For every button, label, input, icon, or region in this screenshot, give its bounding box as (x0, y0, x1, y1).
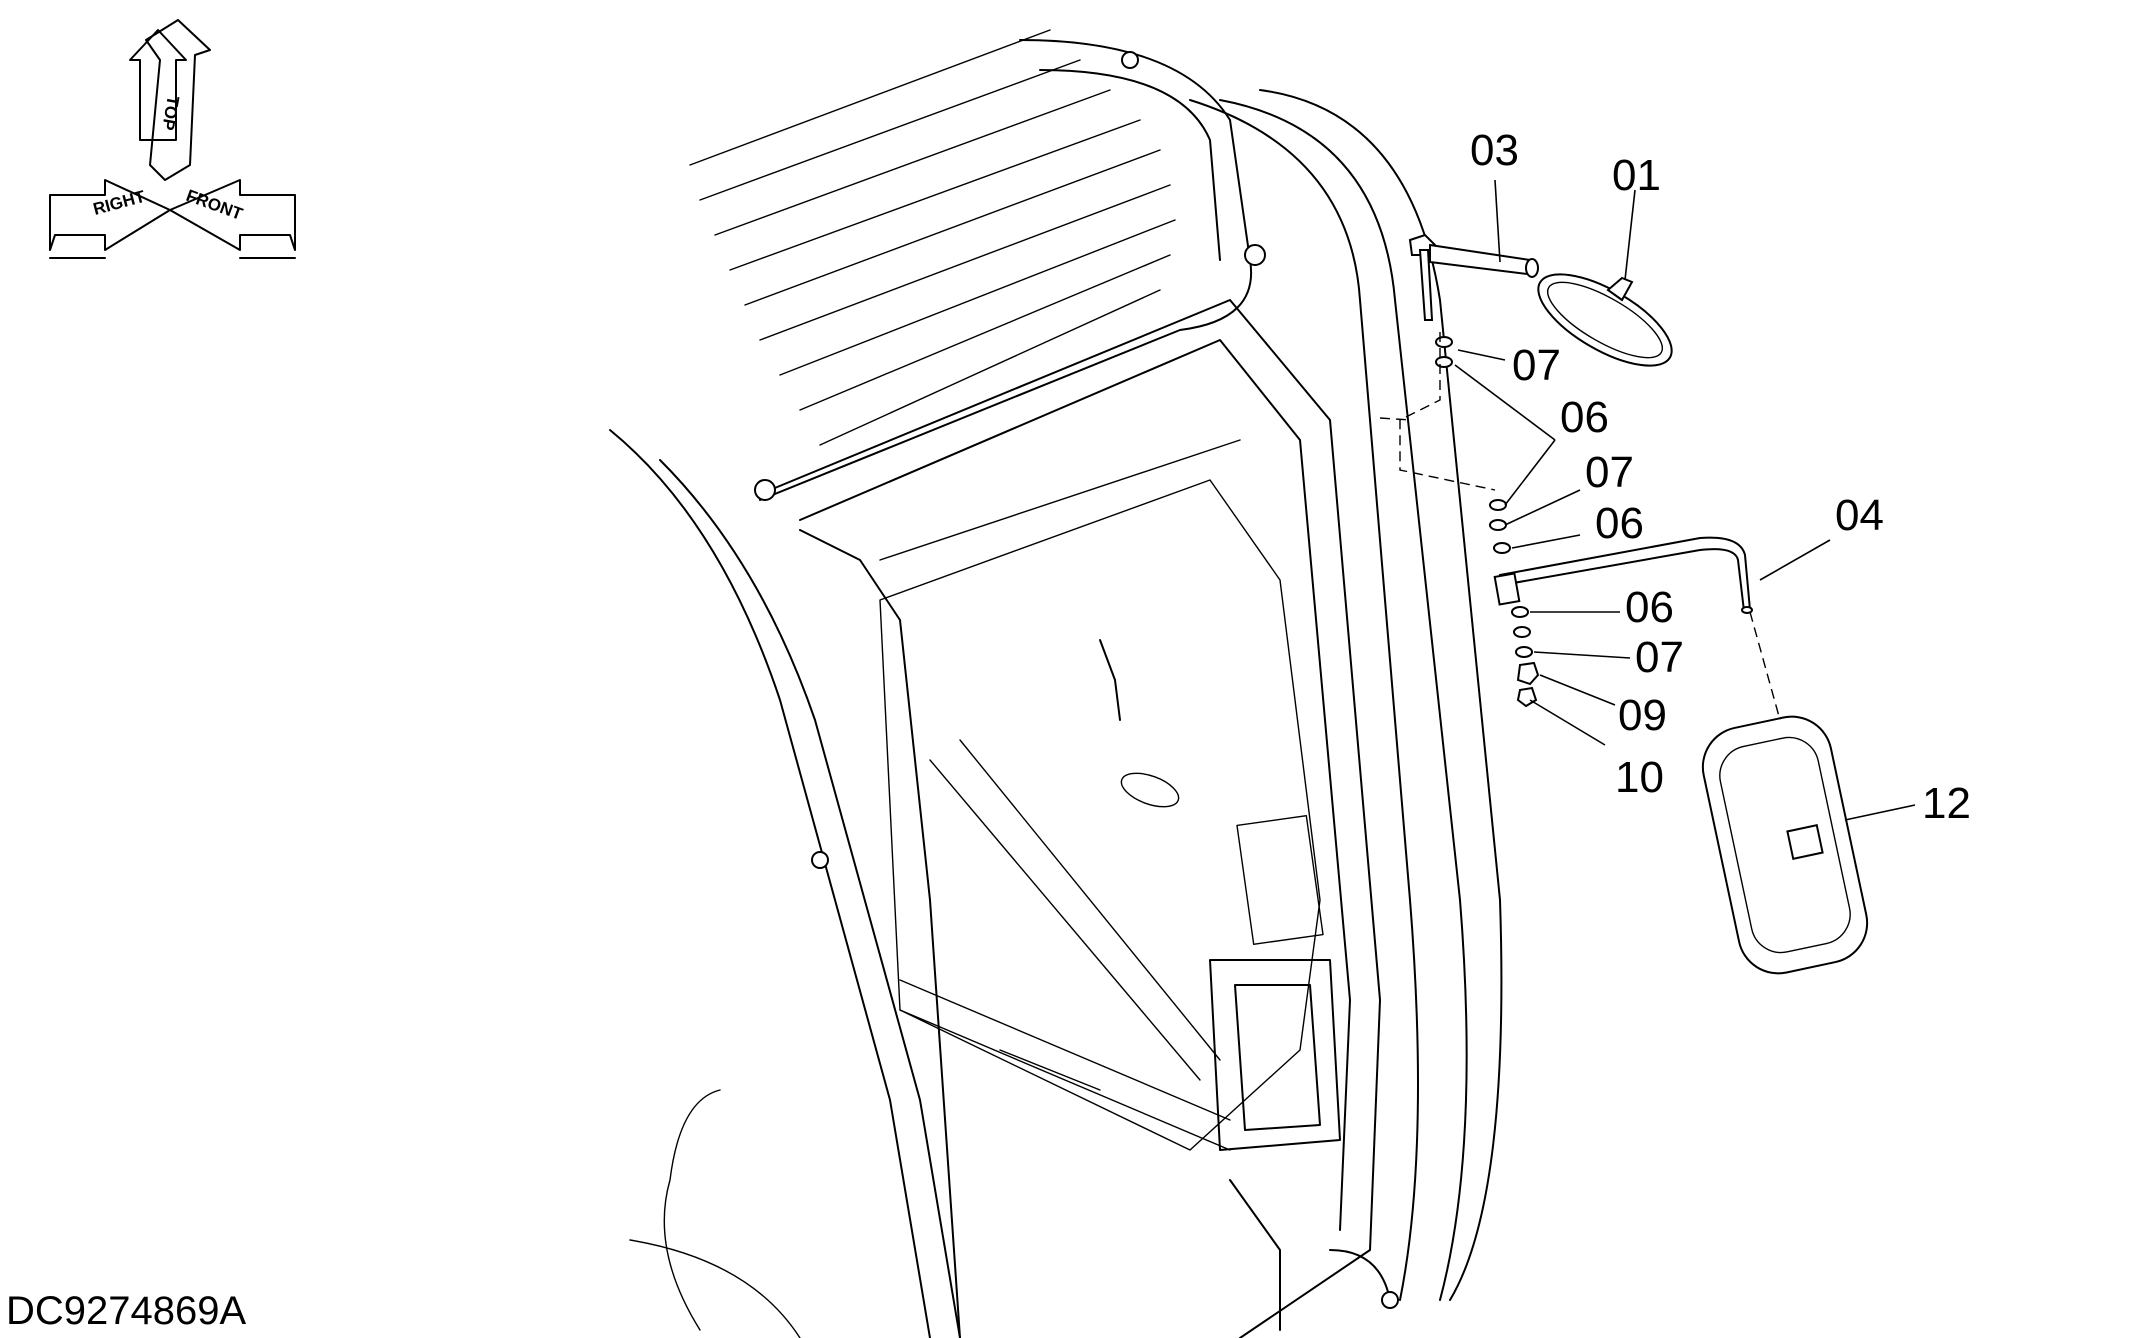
part-01-mirror (1537, 273, 1673, 367)
callout-06b: 06 (1595, 499, 1644, 548)
callout-06c: 06 (1625, 583, 1674, 632)
orientation-indicator: TOP RIGHT FRONT (49, 19, 296, 259)
callout-12: 12 (1922, 779, 1971, 828)
callouts: 03 01 07 06 07 06 04 06 07 09 10 12 (1470, 126, 1971, 828)
part-12-mirror (1701, 715, 1869, 975)
document-id: DC9274869A (6, 1289, 247, 1333)
callout-07b: 07 (1585, 448, 1634, 497)
callout-03: 03 (1470, 126, 1519, 175)
assembly-lines (1379, 332, 1781, 721)
orientation-right-label: RIGHT (91, 187, 148, 219)
leader-lines (1454, 179, 1916, 821)
part-04-rod (1493, 536, 1753, 614)
callout-04: 04 (1835, 491, 1884, 540)
callout-10: 10 (1615, 753, 1664, 802)
callout-07a: 07 (1512, 341, 1561, 390)
cab-structure (609, 29, 1503, 1338)
callout-09: 09 (1618, 691, 1667, 740)
part-03-bracket (1408, 233, 1539, 321)
orientation-top-label: TOP (158, 94, 183, 131)
callout-07c: 07 (1635, 633, 1684, 682)
callout-06a: 06 (1560, 393, 1609, 442)
hardware-stack (1435, 336, 1540, 708)
callout-01: 01 (1612, 151, 1661, 200)
